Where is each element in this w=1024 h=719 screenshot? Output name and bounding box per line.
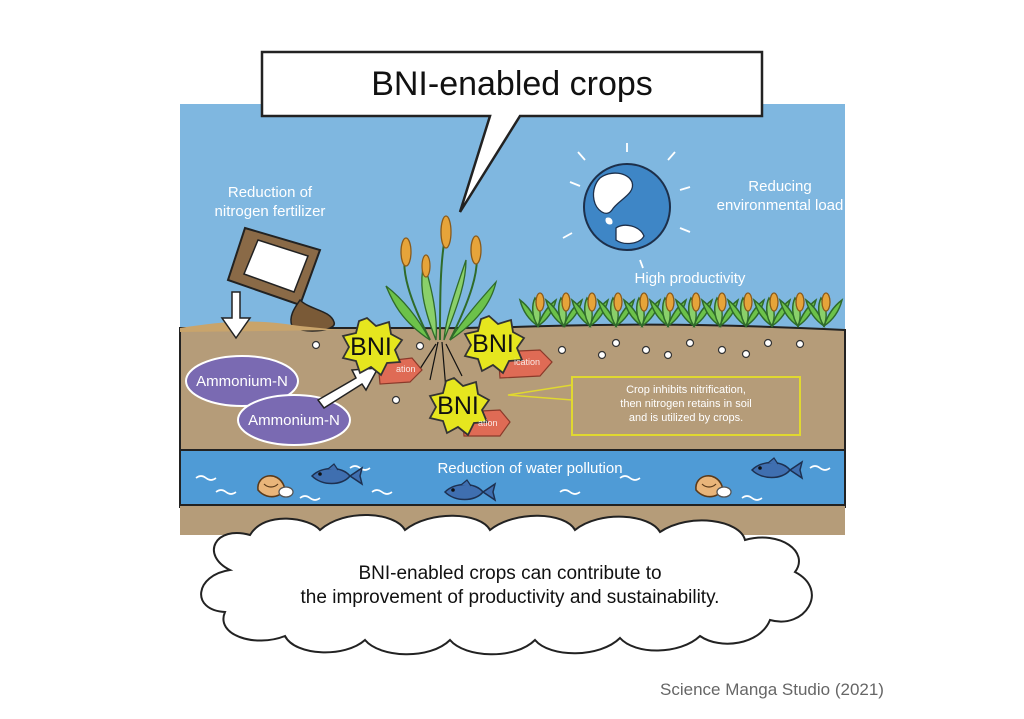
- fertilizer-bag-icon: [226, 226, 335, 332]
- fertilizer-label: Reduction of nitrogen fertilizer: [214, 184, 326, 220]
- nitrification-label-2: ication: [514, 357, 541, 367]
- nitrification-label-1: ation: [396, 364, 416, 374]
- bni-label-1: BNI: [350, 332, 392, 361]
- arrow-icon: [220, 291, 252, 340]
- water-waves: [195, 465, 831, 501]
- wheat-plant-icon: [385, 215, 498, 391]
- nitrification-tag-1: [377, 357, 423, 385]
- bni-label-3: BNI: [437, 391, 479, 420]
- title-bubble: [260, 50, 764, 213]
- water-channel: [179, 449, 846, 508]
- bni-star-1: [341, 316, 404, 377]
- globe-icon: [562, 143, 691, 269]
- ammonium-label-2: Ammonium-N: [248, 411, 340, 429]
- arrow-icon: [316, 367, 380, 410]
- credit: Science Manga Studio (2021): [660, 680, 884, 699]
- bni-label-2: BNI: [472, 329, 514, 358]
- environment-label: Reducing environmental load: [716, 178, 844, 214]
- ammonium-pill-1: [185, 355, 299, 407]
- water-label: Reduction of water pollution: [437, 460, 623, 477]
- bni-star-3: [428, 376, 491, 437]
- conclusion-cloud: [200, 513, 813, 656]
- nitrification-label-3: ation: [478, 418, 498, 428]
- page-title: BNI-enabled crops: [371, 64, 653, 103]
- ammonium-label-1: Ammonium-N: [196, 372, 288, 390]
- note-text: Crop inhibits nitrification, then nitrog…: [620, 384, 752, 424]
- bni-star-2: [463, 314, 526, 375]
- note-box: [571, 376, 801, 436]
- productivity-label: High productivity: [634, 270, 746, 287]
- conclusion-text: BNI-enabled crops can contribute to the …: [300, 563, 720, 608]
- ammonium-pill-2: [237, 394, 351, 446]
